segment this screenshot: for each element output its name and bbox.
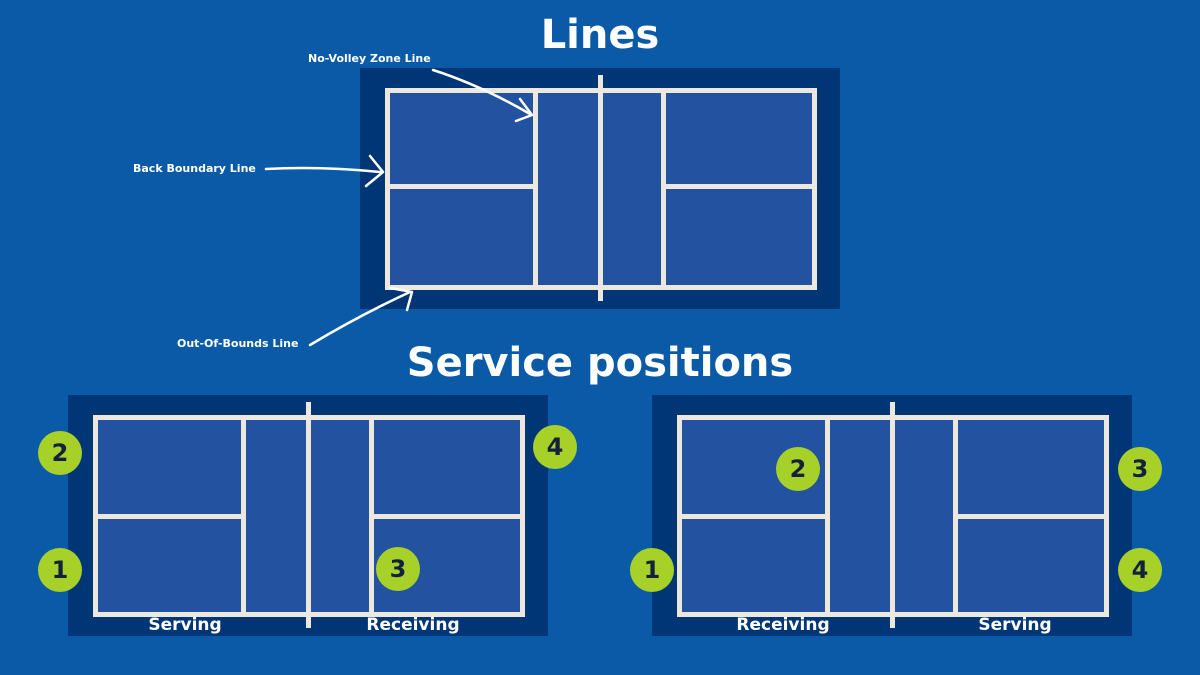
right-player-3: 3 — [1118, 447, 1162, 491]
right-court-receiving-label: Receiving — [736, 615, 830, 635]
lines-kitchen-line-right — [661, 90, 666, 286]
right-player-2: 2 — [776, 447, 820, 491]
left-center-line-left — [96, 514, 242, 519]
left-court-receiving-label: Receiving — [366, 615, 460, 635]
no-volley-arrow — [431, 68, 532, 116]
out-of-bounds-callout: Out-Of-Bounds Line — [177, 337, 299, 350]
left-player-2: 2 — [38, 431, 82, 475]
back-boundary-callout: Back Boundary Line — [133, 162, 256, 175]
left-court-serving-label: Serving — [148, 615, 222, 635]
left-center-line-right — [373, 514, 521, 519]
no-volley-arrowhead — [514, 97, 534, 123]
right-court-serving-label: Serving — [978, 615, 1052, 635]
right-kitchen-line-left — [825, 417, 830, 613]
lines-title: Lines — [540, 12, 660, 58]
right-net-line — [890, 402, 895, 628]
back-boundary-arrow — [264, 166, 382, 174]
left-player-4: 4 — [533, 425, 577, 469]
right-center-line-left — [680, 514, 826, 519]
service-positions-title: Service positions — [406, 340, 794, 386]
right-player-1: 1 — [630, 548, 674, 592]
left-player-1: 1 — [38, 548, 82, 592]
lines-center-line-right — [665, 184, 813, 189]
right-center-line-right — [957, 514, 1105, 519]
out-of-bounds-arrow — [308, 290, 412, 347]
left-net-line — [306, 402, 311, 628]
left-kitchen-line-right — [369, 417, 374, 613]
right-player-4: 4 — [1118, 548, 1162, 592]
lines-center-line-left — [388, 184, 534, 189]
left-kitchen-line-left — [241, 417, 246, 613]
lines-net-line — [598, 75, 603, 301]
out-of-bounds-arrowhead — [388, 286, 414, 312]
back-boundary-arrowhead — [364, 154, 385, 188]
right-kitchen-line-right — [953, 417, 958, 613]
left-player-3: 3 — [376, 547, 420, 591]
lines-kitchen-line-left — [533, 90, 538, 286]
no-volley-zone-callout: No-Volley Zone Line — [308, 52, 431, 65]
